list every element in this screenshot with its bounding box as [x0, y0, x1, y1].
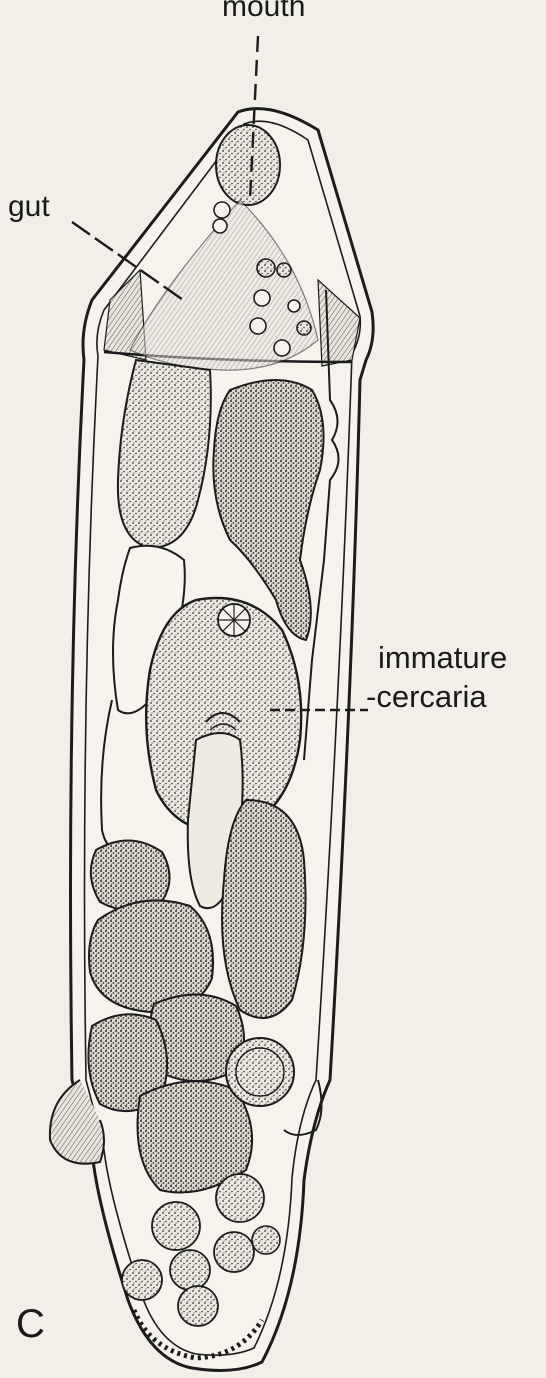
vesicle: [214, 202, 230, 218]
label-mouth: mouth: [222, 0, 305, 22]
germ-cell: [252, 1226, 280, 1254]
vesicle: [257, 259, 275, 277]
germ-cell: [152, 1202, 200, 1250]
vesicle: [277, 263, 291, 277]
label-gut: gut: [8, 192, 50, 222]
germ-cell: [214, 1232, 254, 1272]
germ-cell: [170, 1250, 210, 1290]
vesicle: [213, 219, 227, 233]
label-cercaria: -cercaria: [366, 681, 487, 712]
vesicle: [254, 290, 270, 306]
vesicle: [274, 340, 290, 356]
germ-cell: [216, 1174, 264, 1222]
vesicle: [250, 318, 266, 334]
germ-cell: [122, 1260, 162, 1300]
pharynx: [216, 125, 280, 205]
vesicle: [288, 300, 300, 312]
panel-letter: C: [16, 1304, 45, 1344]
label-immature: immature: [378, 642, 507, 673]
germ-cell: [178, 1286, 218, 1326]
vesicle: [297, 321, 311, 335]
germ-ball: [222, 800, 306, 1018]
